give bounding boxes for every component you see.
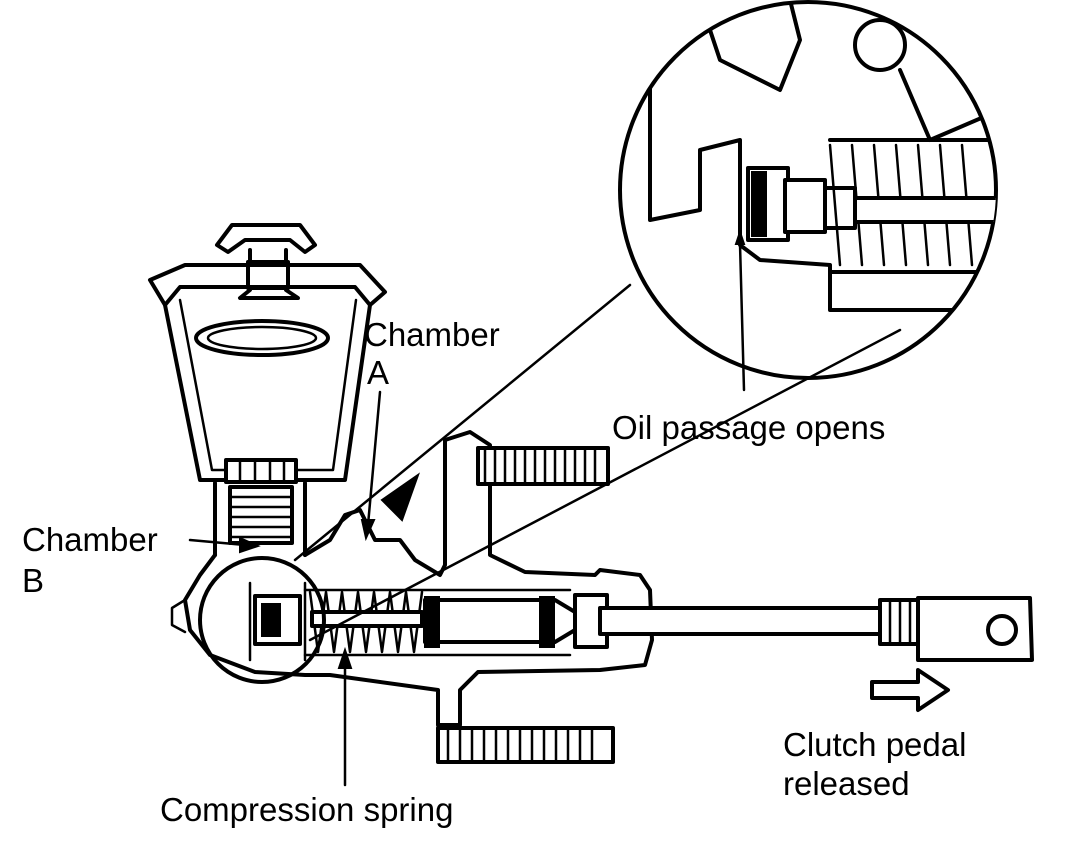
magnifier-circle [198,283,902,684]
clutch-pedal-label-line2: released [783,765,910,802]
piston [253,593,609,649]
chamber-b-leader [188,538,247,547]
compression-spring-label: Compression spring [160,791,454,828]
chamber-a-label-line2: A [367,354,390,391]
chamber-a-leader [366,390,382,527]
cylinder-body [170,430,654,727]
oil-flow-arrow [380,472,420,522]
pedal-direction-arrow [870,668,950,712]
reservoir-neck [213,481,307,557]
chamber-a-label-line1: Chamber [364,316,500,353]
mounting-studs [436,446,615,764]
chamber-b-label-line2: B [22,562,45,599]
leader-lines [188,242,746,787]
reservoir-body [163,298,372,484]
reservoir-cap [148,223,387,307]
oil-passage-label: Oil passage opens [612,409,886,446]
clutch-pedal-label-line1: Clutch pedal [783,726,967,763]
oil-passage-leader [738,242,746,392]
inset-magnified-view [618,0,998,380]
chamber-b-label-line1: Chamber [22,521,158,558]
compression-spring [308,590,424,654]
push-rod [598,596,1034,662]
